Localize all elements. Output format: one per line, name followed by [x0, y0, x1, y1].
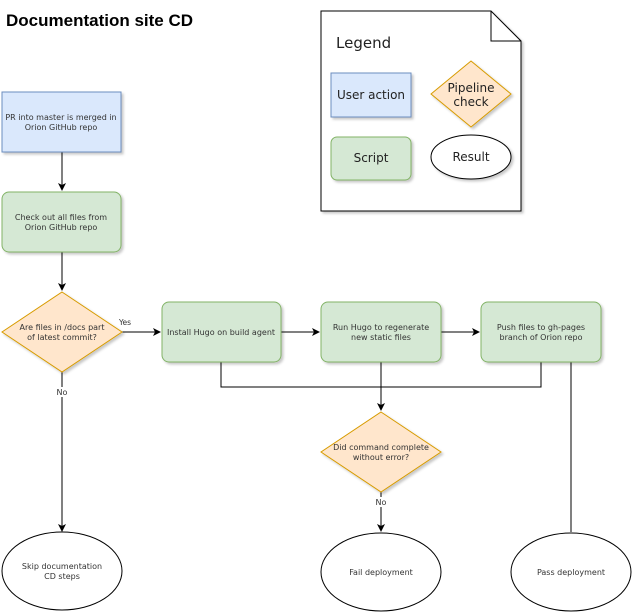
- edge-label-yes: Yes: [118, 318, 131, 327]
- svg-text:Skip documentation: Skip documentation: [22, 562, 102, 571]
- svg-text:without error?: without error?: [353, 453, 409, 462]
- legend-title: Legend: [336, 34, 391, 52]
- svg-text:of latest commit?: of latest commit?: [27, 333, 97, 342]
- legend-pipeline-check-swatch: [430, 60, 512, 128]
- edge-label-no-docs: No: [57, 388, 68, 397]
- legend-pipeline-check-label-1: Pipeline: [448, 81, 495, 95]
- svg-text:CD steps: CD steps: [44, 572, 80, 581]
- svg-text:Orion GitHub repo: Orion GitHub repo: [25, 223, 98, 232]
- svg-text:Orion GitHub repo: Orion GitHub repo: [25, 123, 98, 132]
- svg-text:Install Hugo on build agent: Install Hugo on build agent: [167, 328, 275, 337]
- node-skip-result: Skip documentation CD steps: [1, 531, 123, 611]
- connectors: [58, 152, 572, 532]
- page-title: Documentation site CD: [6, 11, 193, 30]
- svg-text:Run Hugo to regenerate: Run Hugo to regenerate: [333, 323, 429, 332]
- node-cmd-check: Did command complete without error?: [320, 411, 442, 493]
- legend-result-swatch: [430, 134, 512, 180]
- legend-user-action-label: User action: [337, 88, 405, 102]
- svg-text:PR into master is merged in: PR into master is merged in: [5, 113, 116, 122]
- svg-text:new static files: new static files: [351, 333, 411, 342]
- svg-text:Are files in /docs part: Are files in /docs part: [20, 323, 105, 332]
- svg-text:Did command complete: Did command complete: [333, 443, 429, 452]
- node-check-out: Check out all files from Orion GitHub re…: [1, 191, 122, 253]
- node-pass-result: Pass deployment: [510, 532, 632, 612]
- legend-script-label: Script: [354, 151, 389, 165]
- legend-panel: Legend User action Pipeline check Script…: [320, 10, 522, 212]
- node-pr-merged: PR into master is merged in Orion GitHub…: [1, 91, 122, 153]
- svg-text:Push files to gh-pages: Push files to gh-pages: [497, 323, 585, 332]
- svg-text:Check out all files from: Check out all files from: [15, 213, 107, 222]
- legend-script-swatch: [330, 136, 412, 181]
- node-run-hugo: Run Hugo to regenerate new static files: [320, 301, 442, 363]
- node-fail-result: Fail deployment: [320, 532, 442, 612]
- node-push-files: Push files to gh-pages branch of Orion r…: [480, 301, 602, 363]
- svg-text:branch of Orion repo: branch of Orion repo: [500, 333, 583, 342]
- svg-text:Pass deployment: Pass deployment: [537, 568, 605, 577]
- svg-text:Fail deployment: Fail deployment: [349, 568, 413, 577]
- node-install-hugo: Install Hugo on build agent: [161, 301, 282, 363]
- legend-pipeline-check-label-2: check: [453, 95, 488, 109]
- legend-result-label: Result: [452, 150, 489, 164]
- legend-user-action-swatch: [330, 72, 412, 118]
- node-docs-check: Are files in /docs part of latest commit…: [1, 291, 123, 373]
- edge-label-no-cmd: No: [376, 498, 387, 507]
